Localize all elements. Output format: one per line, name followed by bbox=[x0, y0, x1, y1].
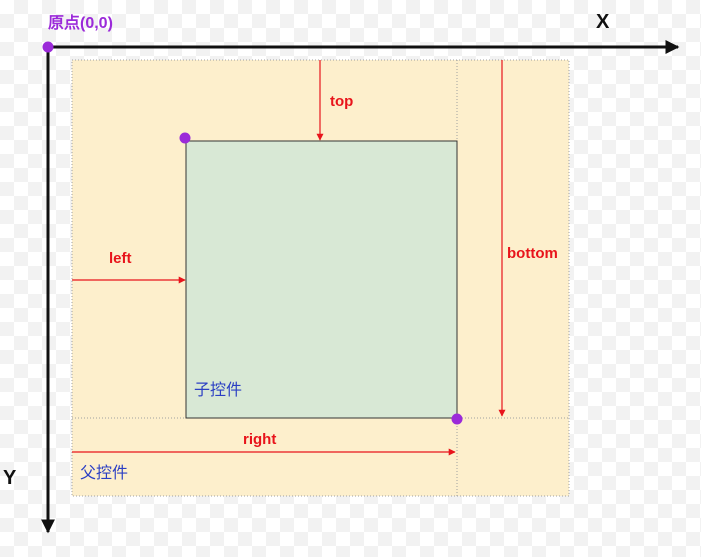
right-label: right bbox=[243, 431, 276, 448]
child-top-left-point bbox=[179, 132, 191, 144]
child-bottom-right-point bbox=[451, 413, 463, 425]
y-axis-label: Y bbox=[3, 467, 17, 489]
bottom-label: bottom bbox=[507, 245, 558, 262]
origin-point bbox=[42, 41, 54, 53]
left-label: left bbox=[109, 250, 132, 267]
top-label: top bbox=[330, 93, 353, 110]
origin-label: 原点(0,0) bbox=[48, 13, 113, 32]
parent-label: 父控件 bbox=[80, 464, 128, 482]
child-rect bbox=[185, 140, 458, 419]
child-label: 子控件 bbox=[194, 381, 242, 399]
x-axis-label: X bbox=[596, 11, 610, 33]
